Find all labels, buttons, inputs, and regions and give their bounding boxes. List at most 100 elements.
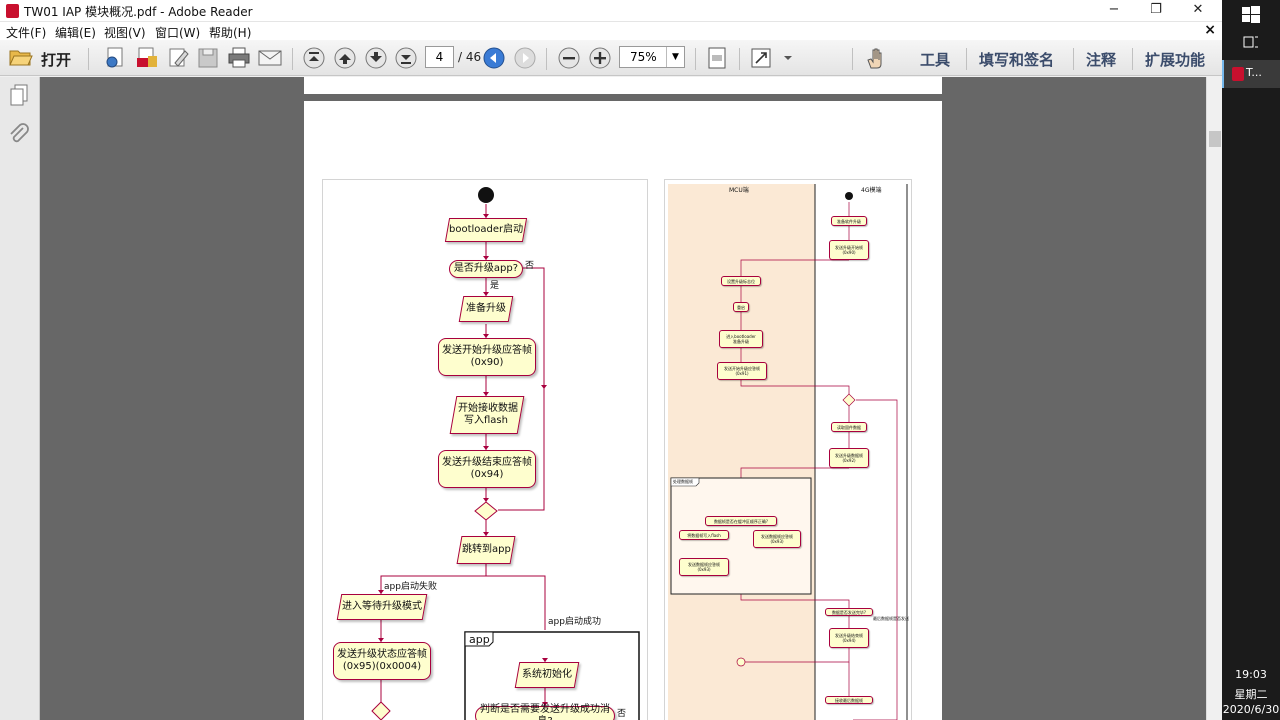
label-no: 否: [525, 261, 535, 271]
task-view-icon[interactable]: [1243, 34, 1259, 50]
open-button[interactable]: 打开: [41, 51, 72, 69]
label-no-2: 否: [617, 709, 627, 719]
toolbar: [0, 40, 1222, 76]
pdf-icon: [1232, 67, 1244, 81]
pdf-page: app bootloader启动 是否升级app? 否 是 准备升级 发送开始升…: [304, 101, 942, 720]
export-pdf-icon[interactable]: [136, 46, 158, 70]
document-view[interactable]: app bootloader启动 是否升级app? 否 是 准备升级 发送开始升…: [40, 77, 1206, 720]
menu-file[interactable]: 文件(F): [6, 26, 47, 40]
sw-more: 数据是否发送完毕?: [825, 608, 873, 616]
label-app-success: app启动成功: [548, 617, 601, 627]
sw-ack-err: 发送数据帧应答帧(0x93): [753, 530, 801, 548]
menu-bar: 文件(F) 编辑(E) 视图(V) 窗口(W) 帮助(H) ×: [0, 22, 1222, 40]
previous-view-icon[interactable]: [483, 47, 505, 69]
group-label: 处理数据帧: [673, 479, 693, 484]
attachments-icon[interactable]: [8, 123, 30, 147]
sw-send-data: 发送升级数据帧(0x92): [829, 448, 869, 468]
first-page-icon[interactable]: [303, 47, 325, 69]
vertical-scrollbar[interactable]: [1206, 77, 1222, 720]
sw-prepare: 准备软件升级: [831, 216, 867, 226]
tools-button[interactable]: 工具: [920, 51, 951, 69]
zoom-out-icon[interactable]: [558, 47, 580, 69]
document-close-button[interactable]: ×: [1204, 22, 1216, 38]
sw-end: 发送升级结束帧(0x94): [829, 628, 869, 648]
zoom-in-icon[interactable]: [589, 47, 611, 69]
flowchart-edges: [371, 187, 640, 720]
sw-set-flag: 设置升级标志位: [721, 276, 761, 286]
clock-time[interactable]: 19:03: [1235, 668, 1267, 681]
edit-pdf-icon[interactable]: [167, 46, 189, 70]
taskbar-app-label: T...: [1246, 66, 1262, 79]
page-thumbnails-icon[interactable]: [8, 83, 30, 107]
bootloader-flowchart: app bootloader启动 是否升级app? 否 是 准备升级 发送开始升…: [322, 179, 648, 720]
toolbar-overflow-icon[interactable]: [783, 52, 793, 64]
sw-read: 读取固件数据: [831, 422, 867, 432]
decision-send-success: 判断是否需要发送升级成功消息?: [475, 704, 615, 720]
close-button[interactable]: ✕: [1192, 2, 1204, 17]
node-send-status: 发送升级状态应答帧(0x95)(0x0004): [333, 642, 431, 680]
menu-help[interactable]: 帮助(H): [209, 26, 252, 40]
lane-4g-label: 4G模端: [861, 187, 882, 194]
clock-date: 2020/6/30: [1222, 703, 1280, 716]
node-send-end: 发送升级结束应答帧(0x94): [438, 450, 536, 488]
merge-diamond-2: [371, 701, 391, 720]
sw-ack-ok: 发送数据帧应答帧(0x93): [679, 558, 729, 576]
last-page-icon[interactable]: [395, 47, 417, 69]
zoom-value: 75%: [630, 50, 657, 64]
page-total: / 46: [458, 50, 482, 64]
next-page-icon[interactable]: [365, 47, 387, 69]
print-icon[interactable]: [228, 46, 250, 70]
node-bootloader: bootloader启动: [444, 218, 528, 242]
fullscreen-icon[interactable]: [750, 47, 772, 69]
extend-button[interactable]: 扩展功能: [1145, 51, 1206, 69]
chevron-down-icon[interactable]: ▼: [666, 47, 684, 67]
app-partition: [464, 631, 640, 720]
sw-write: 将数据帧写入flash: [679, 530, 729, 540]
sw-check: 数据帧是否在缓冲区顺序正确?: [705, 516, 777, 526]
decision-upgrade: 是否升级app?: [449, 260, 523, 278]
sw-reset: 重启: [733, 302, 749, 312]
page-number-input[interactable]: 4: [425, 46, 454, 68]
lane-mcu-label: MCU端: [729, 187, 749, 194]
zoom-select[interactable]: 75% ▼: [619, 46, 685, 68]
swimlane-flowchart: MCU端 4G模端 处理数据帧 准备软件升级 发送升级开始帧(0x90) 设置升…: [664, 179, 912, 720]
menu-edit[interactable]: 编辑(E): [55, 26, 96, 40]
next-view-icon[interactable]: [514, 47, 536, 69]
maximize-button[interactable]: ❐: [1150, 2, 1162, 17]
node-send-start: 发送开始升级应答帧(0x90): [438, 338, 536, 376]
merge-diamond: [474, 501, 498, 521]
taskbar-adobe-reader[interactable]: T...: [1222, 60, 1280, 88]
hand-tool-icon[interactable]: [864, 46, 888, 70]
open-folder-icon[interactable]: [9, 47, 33, 67]
adobe-reader-window: TW01 IAP 模块概况.pdf - Adobe Reader − ❐ ✕ 文…: [0, 0, 1222, 720]
navigation-pane: [0, 77, 40, 720]
label-app-fail: app启动失败: [384, 582, 437, 592]
node-wait-upgrade: 进入等待升级模式: [336, 594, 428, 620]
title-bar: TW01 IAP 模块概况.pdf - Adobe Reader − ❐ ✕: [0, 0, 1222, 22]
menu-window[interactable]: 窗口(W): [155, 26, 201, 40]
start-node: [478, 187, 494, 203]
node-sys-init: 系统初始化: [514, 662, 580, 688]
sw-more-note: 最后数据帧是否发送: [873, 616, 909, 621]
sw-send-frame: 发送升级开始帧(0x90): [829, 240, 869, 260]
window-title: TW01 IAP 模块概况.pdf - Adobe Reader: [24, 5, 253, 19]
create-pdf-icon[interactable]: [104, 46, 126, 70]
pdf-app-icon: [6, 4, 19, 18]
app-partition-label: app: [469, 633, 490, 646]
email-icon[interactable]: [258, 48, 282, 68]
previous-page-icon[interactable]: [334, 47, 356, 69]
scroll-thumb[interactable]: [1209, 131, 1221, 147]
node-jump: 跳转到app: [456, 536, 516, 564]
save-icon[interactable]: [197, 46, 219, 70]
comment-button[interactable]: 注释: [1086, 51, 1117, 69]
taskbar: T... 19:03 星期二 2020/6/30: [1222, 0, 1280, 720]
menu-view[interactable]: 视图(V): [104, 26, 146, 40]
previous-page-bottom: [304, 77, 942, 94]
node-receive: 开始接收数据写入flash: [449, 396, 525, 434]
windows-start-icon[interactable]: [1242, 6, 1260, 24]
fit-page-icon[interactable]: [706, 46, 728, 70]
fill-sign-button[interactable]: 填写和签名: [979, 51, 1055, 69]
clock-weekday: 星期二: [1234, 688, 1268, 701]
minimize-button[interactable]: −: [1108, 2, 1120, 17]
